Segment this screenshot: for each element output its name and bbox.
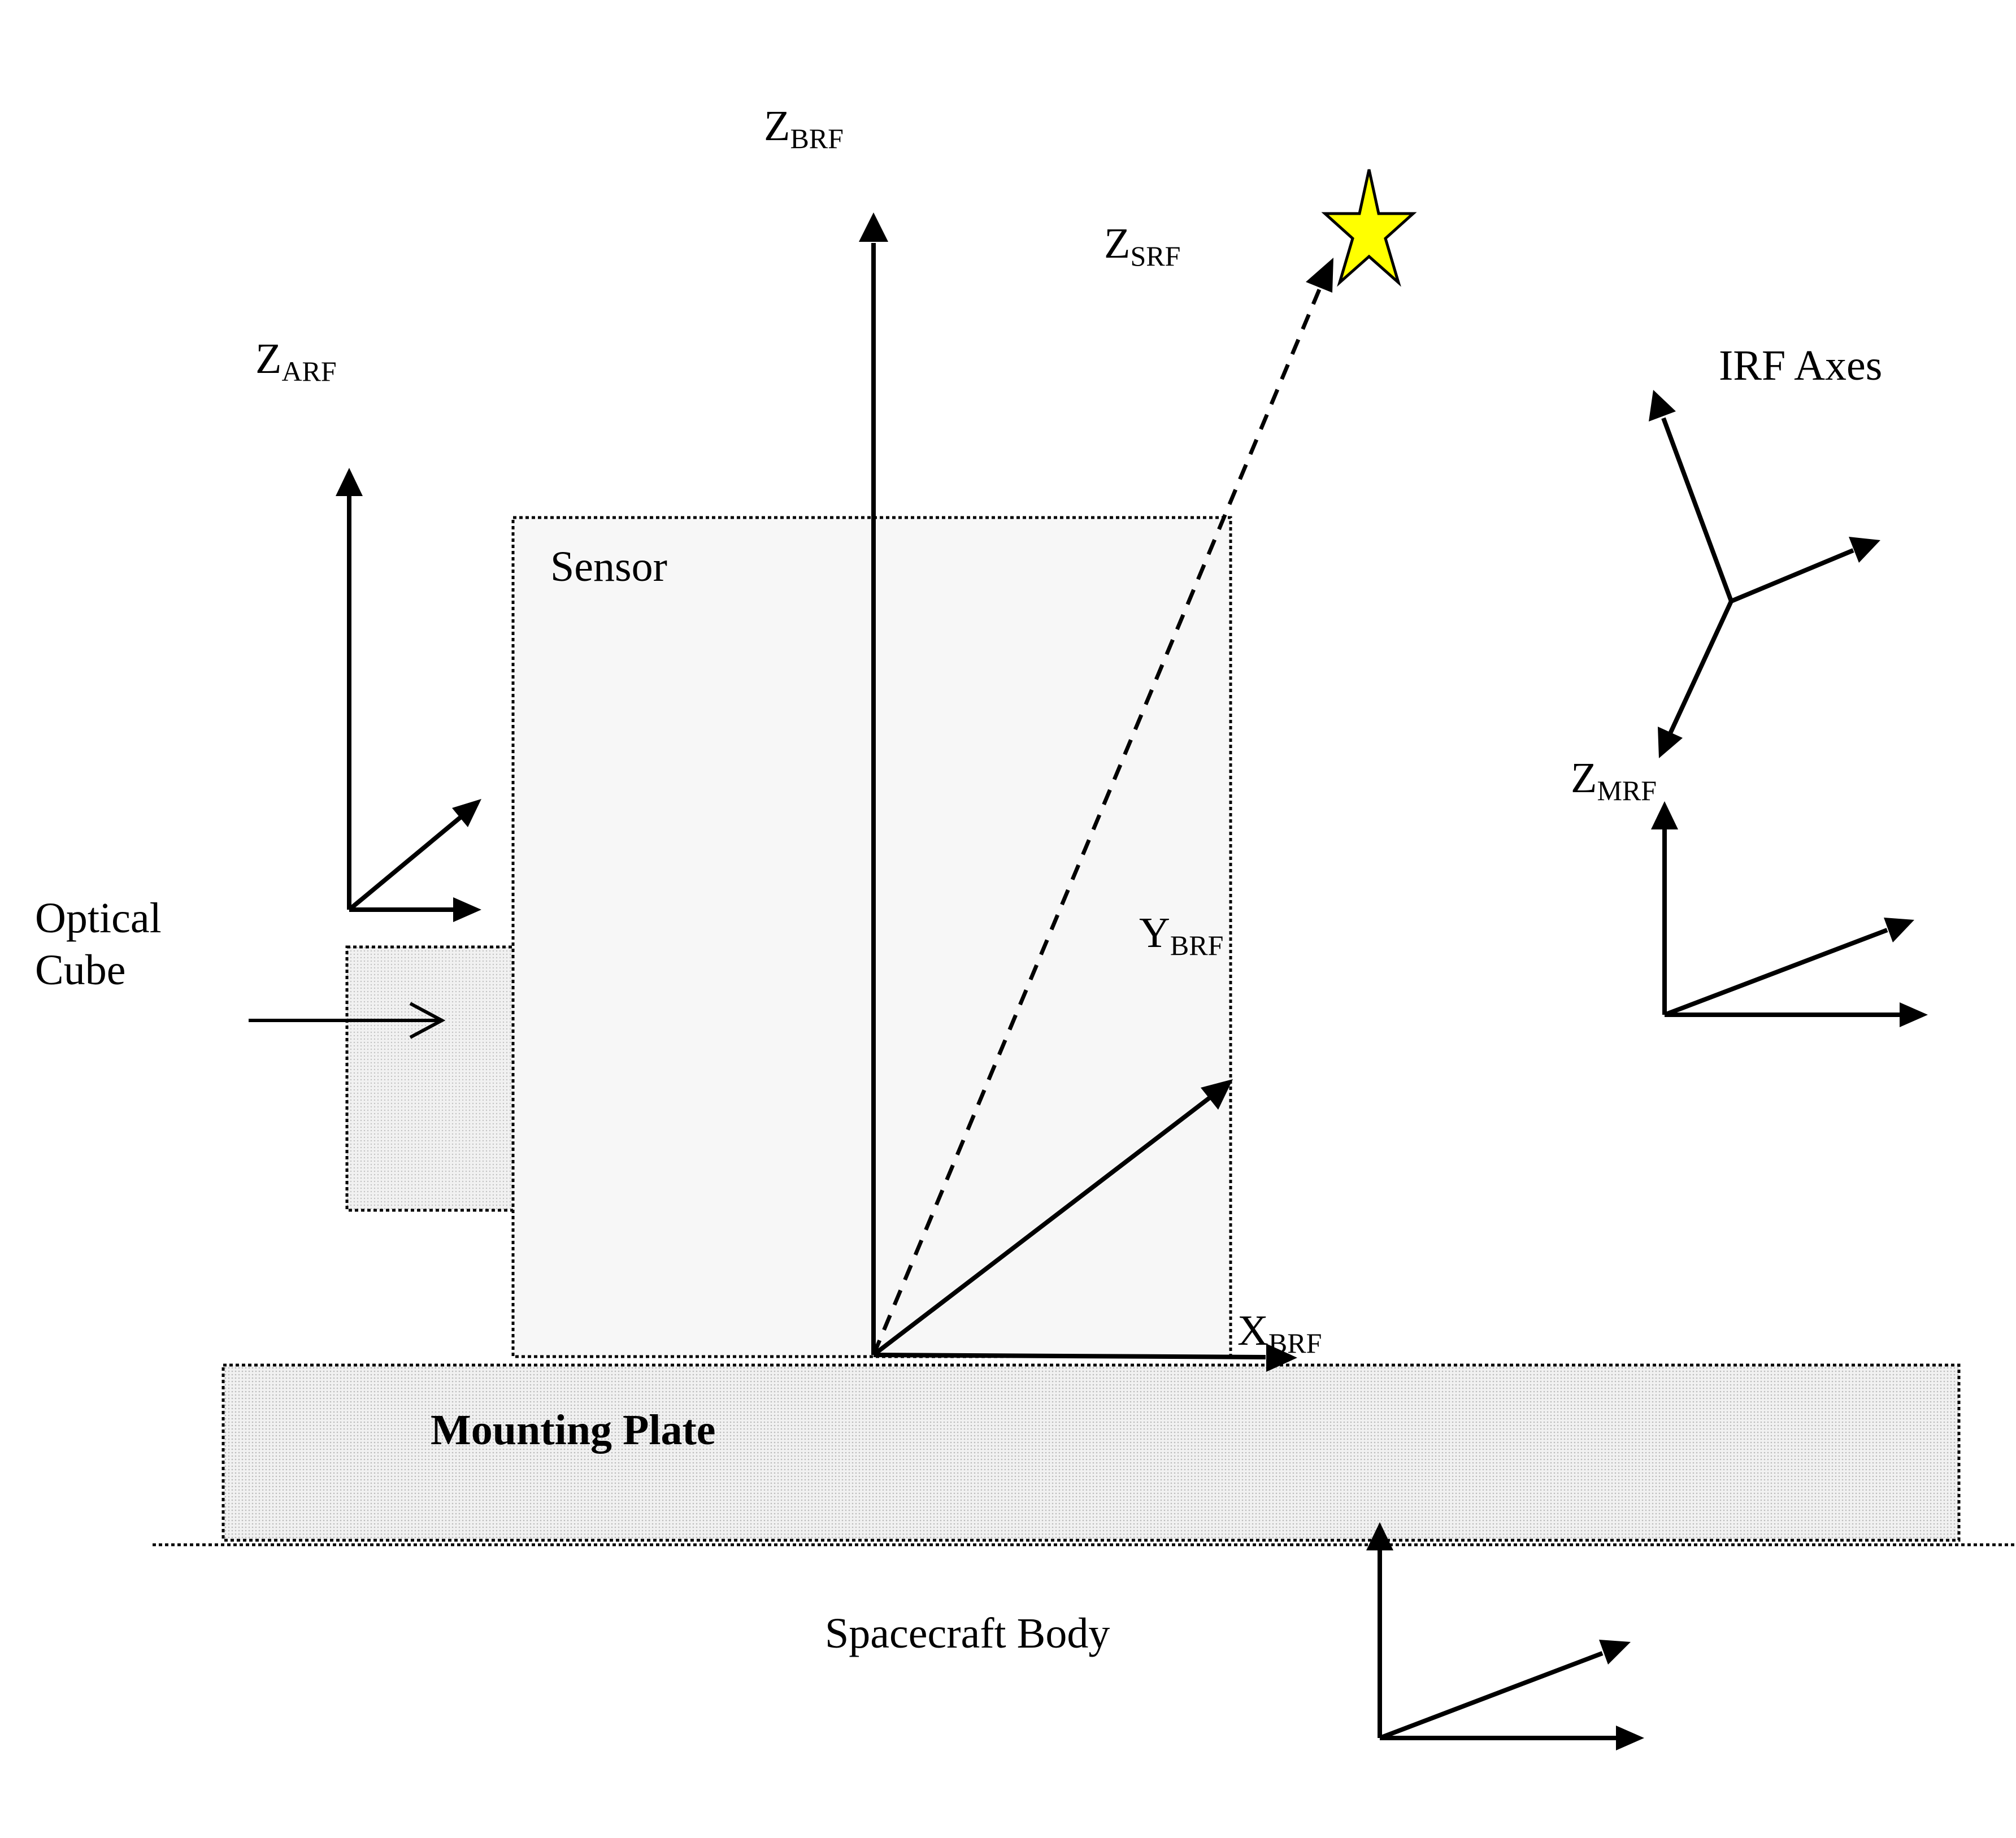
sensor-label: Sensor [550, 543, 667, 590]
irf-axis-1 [1661, 417, 1733, 602]
z-arf-arrowhead [336, 468, 363, 496]
arf-y-arrowhead [452, 799, 481, 827]
mrf-y-arrowhead [1884, 918, 1914, 942]
optical-cube-label-line2: Cube [35, 946, 125, 994]
y-brf-label-main: Y [1139, 909, 1170, 957]
arf-axes [336, 468, 481, 922]
brf-axes [859, 212, 1297, 1372]
z-brf-arrowhead [859, 212, 888, 242]
y-brf-label: YBRF [1139, 909, 1223, 961]
z-arf-label: ZARF [255, 335, 337, 387]
srf-axis [871, 258, 1333, 1356]
z-srf-label-main: Z [1104, 220, 1130, 267]
optical-cube-label-line1: Optical [35, 894, 162, 942]
mrf-y-axis [1663, 928, 1888, 1017]
mrf-x-arrowhead [1900, 1002, 1928, 1027]
z-brf-label: ZBRF [764, 102, 844, 154]
y-brf-arrowhead [1201, 1079, 1233, 1110]
spacecraft-body-label: Spacecraft Body [825, 1610, 1110, 1657]
z-brf-label-sub: BRF [790, 123, 844, 154]
sc-y-arrowhead [1599, 1640, 1631, 1665]
z-srf-dashed-axis [871, 287, 1322, 1356]
optical-cube-box [345, 945, 515, 1212]
z-brf-label-main: Z [764, 102, 790, 150]
star-icon [1321, 169, 1417, 287]
mounting-plate-label: Mounting Plate [431, 1406, 716, 1454]
optical-cube-pointer-head [409, 1002, 446, 1039]
irf-axes [1649, 390, 1880, 758]
x-brf-arrowhead [1266, 1344, 1297, 1372]
x-brf-label: XBRF [1237, 1307, 1322, 1359]
z-mrf-label: ZMRF [1571, 754, 1657, 806]
z-mrf-label-main: Z [1571, 754, 1597, 802]
sc-x-arrowhead [1616, 1726, 1644, 1750]
mounting-plate [221, 1363, 1961, 1542]
x-brf-label-main: X [1237, 1307, 1268, 1354]
spacecraft-body-axes [1366, 1522, 1644, 1750]
sc-z-arrowhead [1366, 1522, 1393, 1550]
mrf-axes [1651, 801, 1928, 1027]
z-srf-label: ZSRF [1104, 220, 1180, 272]
irf-axis-3-arrowhead [1658, 727, 1683, 758]
arf-x-arrowhead [453, 897, 481, 922]
z-srf-arrowhead [1306, 258, 1333, 293]
z-mrf-arrowhead [1651, 801, 1678, 829]
z-srf-label-sub: SRF [1130, 240, 1180, 272]
arf-y-axis [347, 814, 464, 912]
sc-y-axis [1379, 1651, 1604, 1740]
x-brf-axis [873, 1353, 1266, 1359]
y-brf-axis [872, 1095, 1212, 1357]
irf-axes-label: IRF Axes [1719, 342, 1882, 389]
y-brf-label-sub: BRF [1170, 929, 1224, 961]
irf-axis-2 [1730, 548, 1854, 603]
z-arf-label-main: Z [255, 335, 281, 383]
irf-axis-1-arrowhead [1649, 390, 1676, 422]
optical-cube-pointer [249, 1002, 446, 1039]
irf-axis-2-arrowhead [1849, 537, 1880, 563]
x-brf-label-sub: BRF [1268, 1327, 1322, 1359]
irf-axis-3 [1668, 600, 1733, 735]
z-arf-label-sub: ARF [281, 355, 336, 387]
z-mrf-label-sub: MRF [1597, 775, 1657, 806]
